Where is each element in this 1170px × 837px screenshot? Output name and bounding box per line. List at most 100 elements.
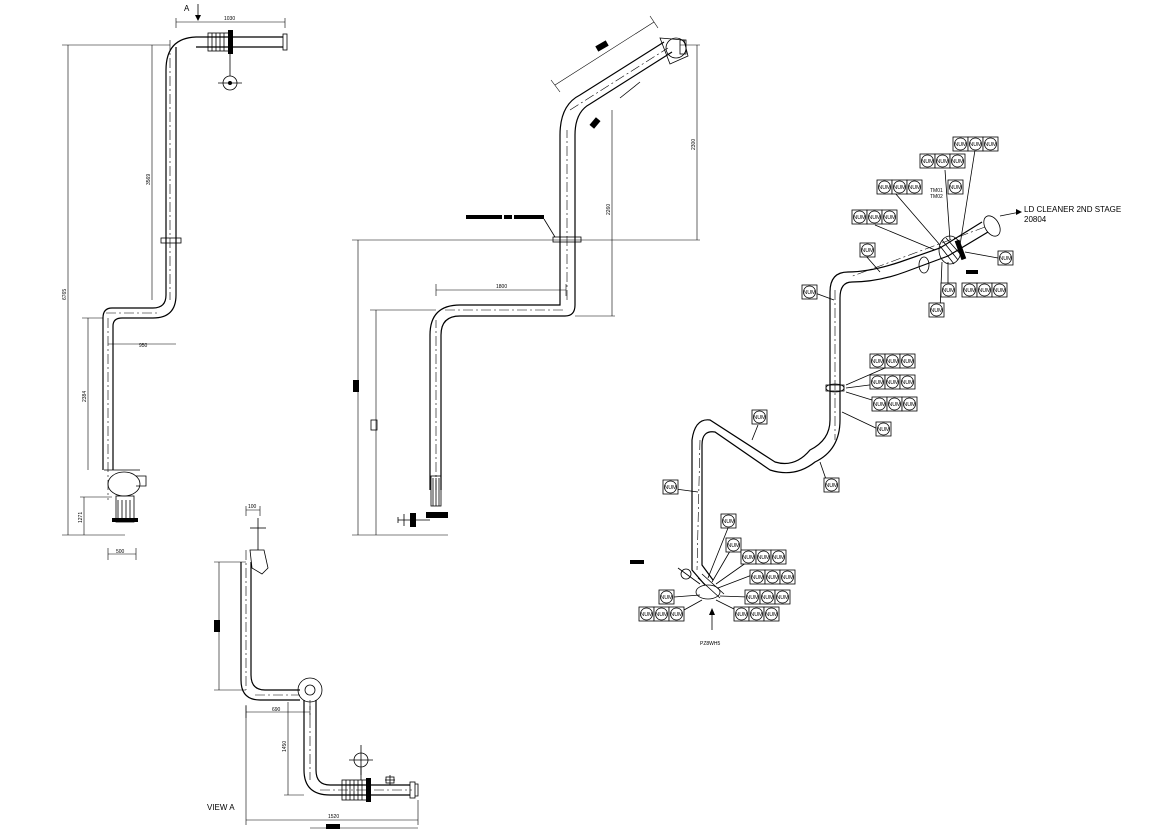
num-callout-box bbox=[899, 374, 916, 390]
num-callout-circle bbox=[883, 210, 896, 224]
dimensions-view-2: 1800 2300 2260 bbox=[352, 15, 700, 536]
num-callout-text: NUM bbox=[664, 485, 677, 491]
tag-b: TM02 bbox=[930, 194, 943, 200]
dim-v2-rise: 2300 bbox=[691, 139, 697, 150]
num-callout-text: NUM bbox=[893, 185, 906, 191]
num-callout-circle bbox=[921, 154, 934, 168]
num-callout-text: NUM bbox=[640, 612, 653, 618]
dim-v1-bottom: 1271 bbox=[78, 512, 84, 523]
destination-label-line2: 20804 bbox=[1024, 215, 1047, 224]
dim-v2-mid: 2260 bbox=[606, 204, 612, 215]
num-callout-box bbox=[658, 589, 675, 605]
num-callout-circle bbox=[853, 210, 866, 224]
tag-a: TM01 bbox=[930, 188, 943, 194]
num-callout-circle bbox=[753, 410, 766, 424]
num-callout-text: NUM bbox=[954, 142, 967, 148]
num-callout-text: NUM bbox=[942, 288, 955, 294]
num-callout-text: NUM bbox=[949, 185, 962, 191]
num-callout-box bbox=[901, 396, 918, 412]
num-callout-circle bbox=[942, 283, 955, 297]
num-callout-text: NUM bbox=[871, 380, 884, 386]
dim-v1-total: 6765 bbox=[62, 289, 68, 300]
num-callout-circle bbox=[954, 137, 967, 151]
dim-v3-drop: 1450 bbox=[282, 741, 288, 752]
pipe-view-1: A bbox=[102, 4, 288, 523]
num-callout-circle bbox=[742, 550, 755, 564]
num-callout-text: NUM bbox=[735, 612, 748, 618]
num-callout-circle bbox=[877, 422, 890, 436]
num-callout-text: NUM bbox=[963, 288, 976, 294]
num-callout-text: NUM bbox=[655, 612, 668, 618]
num-callout-box bbox=[770, 549, 787, 565]
num-callout-circle bbox=[766, 570, 779, 584]
num-callout-box bbox=[947, 179, 964, 195]
num-callout-circle bbox=[776, 590, 789, 604]
num-callout-circle bbox=[888, 397, 901, 411]
num-callout-text: NUM bbox=[901, 359, 914, 365]
dimensions-view-1: 1030 6765 3569 950 2384 1271 500 bbox=[62, 16, 286, 560]
num-callout-text: NUM bbox=[969, 142, 982, 148]
num-callout-circle bbox=[735, 607, 748, 621]
num-callout-box bbox=[949, 153, 966, 169]
num-callout-circle bbox=[722, 514, 735, 528]
dim-v1-upper: 3569 bbox=[146, 174, 152, 185]
num-callout-box bbox=[875, 421, 892, 437]
num-callout-circle bbox=[901, 375, 914, 389]
num-callout-circle bbox=[936, 154, 949, 168]
num-callout-text: NUM bbox=[781, 575, 794, 581]
pipe-view-a: VIEW A bbox=[207, 518, 419, 812]
dim-v3-top: 100 bbox=[248, 504, 257, 510]
view-marker-a: A bbox=[184, 4, 190, 13]
num-callout-text: NUM bbox=[766, 575, 779, 581]
num-callout-text: NUM bbox=[930, 308, 943, 314]
num-callout-text: NUM bbox=[999, 256, 1012, 262]
num-callout-box bbox=[779, 569, 796, 585]
num-callout-circle bbox=[664, 480, 677, 494]
num-callout-text: NUM bbox=[772, 555, 785, 561]
num-callout-box bbox=[982, 136, 999, 152]
num-callout-text: NUM bbox=[761, 595, 774, 601]
num-callout-box bbox=[991, 282, 1008, 298]
num-callout-text: NUM bbox=[921, 159, 934, 165]
num-callout-text: NUM bbox=[871, 359, 884, 365]
num-callout-text: NUM bbox=[803, 290, 816, 296]
num-callout-circle bbox=[949, 180, 962, 194]
source-tag: PZ8WH5 bbox=[700, 641, 721, 647]
num-callout-text: NUM bbox=[877, 427, 890, 433]
num-callout-box bbox=[823, 477, 840, 493]
num-callout-circle bbox=[757, 550, 770, 564]
num-callout-circle bbox=[761, 590, 774, 604]
num-callout-circle bbox=[999, 251, 1012, 265]
num-callout-text: NUM bbox=[886, 359, 899, 365]
num-callout-circle bbox=[873, 397, 886, 411]
num-callout-text: NUM bbox=[853, 215, 866, 221]
num-callout-circle bbox=[781, 570, 794, 584]
num-callout-box bbox=[725, 537, 742, 553]
num-callout-text: NUM bbox=[660, 595, 673, 601]
num-callout-circle bbox=[746, 590, 759, 604]
num-callout-circle bbox=[751, 570, 764, 584]
num-callout-circle bbox=[984, 137, 997, 151]
num-callout-text: NUM bbox=[878, 185, 891, 191]
num-callout-text: NUM bbox=[951, 159, 964, 165]
num-callout-text: NUM bbox=[753, 415, 766, 421]
num-callout-box bbox=[997, 250, 1014, 266]
num-callout-box bbox=[906, 179, 923, 195]
num-callout-text: NUM bbox=[746, 595, 759, 601]
num-callout-text: NUM bbox=[765, 612, 778, 618]
num-callout-text: NUM bbox=[888, 402, 901, 408]
num-callout-circle bbox=[765, 607, 778, 621]
num-callout-circle bbox=[868, 210, 881, 224]
num-callout-text: NUM bbox=[984, 142, 997, 148]
num-callout-text: NUM bbox=[883, 215, 896, 221]
num-callout-circle bbox=[871, 375, 884, 389]
num-callout-circle bbox=[660, 590, 673, 604]
num-callout-circle bbox=[903, 397, 916, 411]
num-callout-circle bbox=[978, 283, 991, 297]
num-callout-text: NUM bbox=[993, 288, 1006, 294]
dimensions-view-a: 100 690 1450 1520 bbox=[214, 504, 419, 829]
num-callout-text: NUM bbox=[868, 215, 881, 221]
num-callout-box bbox=[763, 606, 780, 622]
num-callout-circle bbox=[878, 180, 891, 194]
dim-v1-offset: 950 bbox=[139, 343, 148, 349]
